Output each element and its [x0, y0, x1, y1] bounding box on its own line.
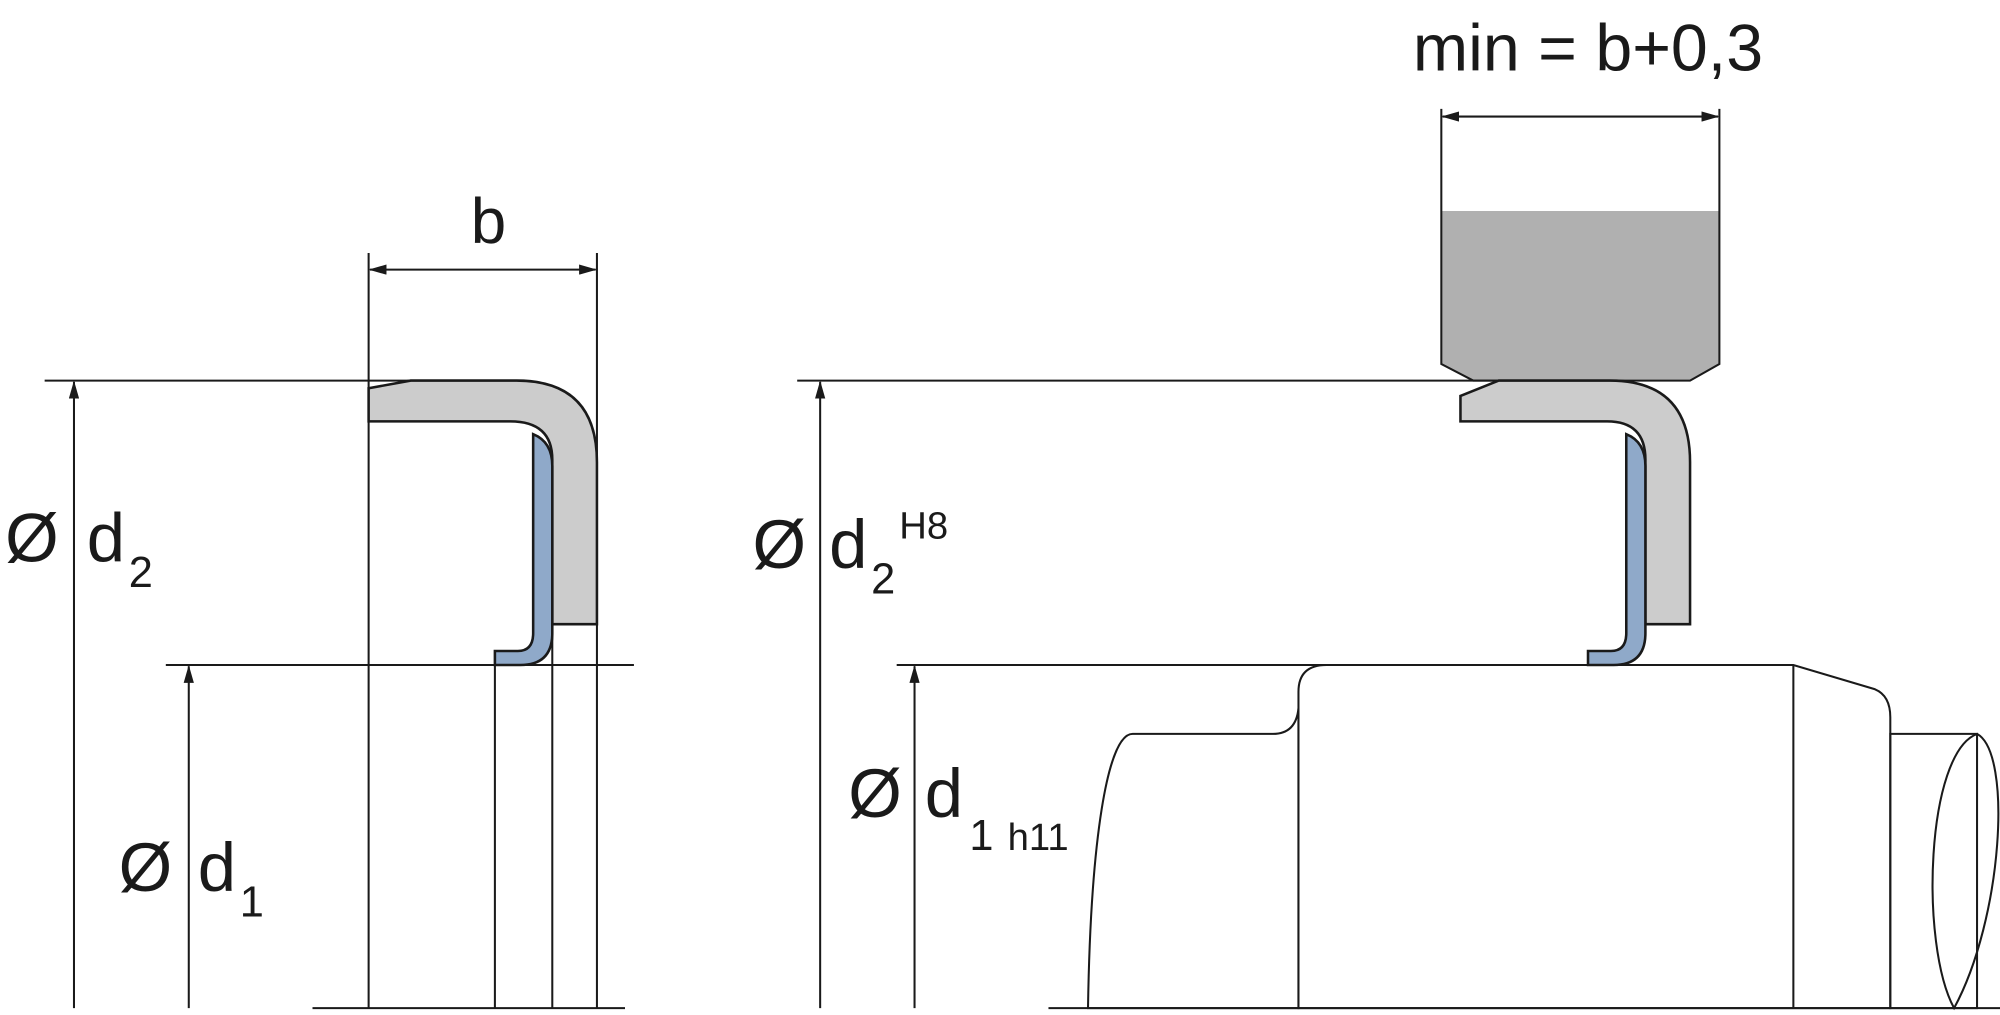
- diameter-symbol: Ø: [848, 755, 902, 832]
- d2-subscript: 2: [871, 556, 895, 604]
- seal-body: [1459, 379, 1692, 626]
- d1-subscript: 1: [240, 878, 264, 926]
- shaft-end-face: [1931, 732, 2000, 1011]
- seal-body: [367, 379, 599, 626]
- metal-insert: [1586, 432, 1647, 667]
- d1-h11-label: Ø d 1 h11: [848, 755, 1068, 860]
- d2-label: Ø d 2: [5, 500, 153, 598]
- d2-letter: d: [829, 506, 867, 583]
- housing-width-label: min = b+0,3: [1413, 12, 1763, 86]
- left-seal-view: b Ø d 2 Ø d 1: [5, 185, 634, 1010]
- shaft: [1086, 664, 2000, 1011]
- d2-subscript: 2: [129, 549, 153, 597]
- width-label: b: [471, 185, 506, 257]
- h11-tolerance: h11: [1008, 816, 1069, 859]
- diameter-symbol: Ø: [753, 506, 807, 583]
- diameter-symbol: Ø: [119, 829, 173, 906]
- d1-letter: d: [198, 829, 236, 906]
- d1-subscript: 1: [969, 812, 993, 860]
- shaft-main-section: [1297, 664, 1892, 1010]
- d1-label: Ø d 1: [119, 829, 264, 927]
- housing: [1441, 210, 1720, 381]
- metal-insert: [493, 432, 554, 667]
- d2-letter: d: [87, 500, 125, 577]
- d2-h8-label: Ø d 2 H8: [753, 505, 949, 604]
- right-installation-view: min = b+0,3 Ø d 2 H8 Ø d 1 h11: [753, 12, 2000, 1011]
- shaft-left-section: [1086, 708, 1300, 1010]
- d1-letter: d: [925, 755, 963, 832]
- h8-tolerance: H8: [899, 505, 948, 548]
- diameter-symbol: Ø: [5, 500, 59, 577]
